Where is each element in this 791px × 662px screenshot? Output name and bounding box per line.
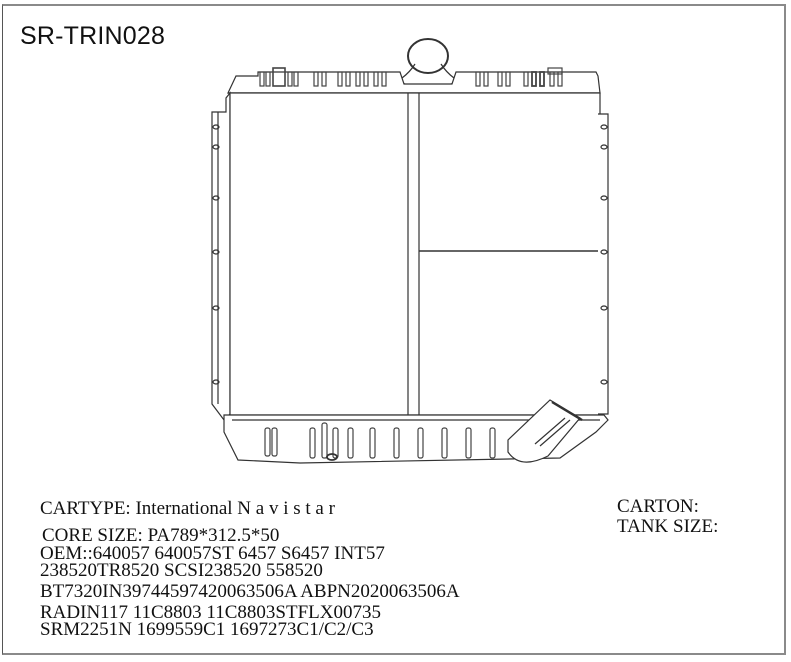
page-frame [2,4,786,655]
cartype-value-prefix: International [135,498,233,519]
cartype-label: CARTYPE: [40,498,131,519]
cartype-line: CARTYPE: International N a v i s t a r [40,498,335,519]
core-size-label: CORE SIZE: [42,525,143,546]
oem-line: SRM2251N 1699559C1 1697273C1/C2/C3 [40,619,374,640]
part-number-title: SR-TRIN028 [20,22,166,50]
packaging-block: CARTON: TANK SIZE: [617,497,718,537]
core-size-line: CORE SIZE: PA789*312.5*50 [42,525,280,546]
cartype-value-spaced: N a v i s t a r [237,498,335,519]
core-size-value: PA789*312.5*50 [147,525,280,546]
oem-numbers-block: OEM::640057 640057ST 6457 S6457 INT57 23… [40,543,460,640]
oem-line: RADIN117 11C8803 11C8803STFLX00735 [40,602,381,623]
tank-size-label: TANK SIZE: [617,516,719,537]
carton-label: CARTON: [617,496,699,517]
tank-size-line: TANK SIZE: [617,517,718,537]
oem-line: OEM::640057 640057ST 6457 S6457 INT57 [40,543,385,564]
carton-line: CARTON: [617,497,718,517]
radiator-drawing [211,38,609,464]
oem-line: BT7320IN39744597420063506A ABPN202006350… [40,581,460,602]
oem-line: 238520TR8520 SCSI238520 558520 [40,560,323,581]
